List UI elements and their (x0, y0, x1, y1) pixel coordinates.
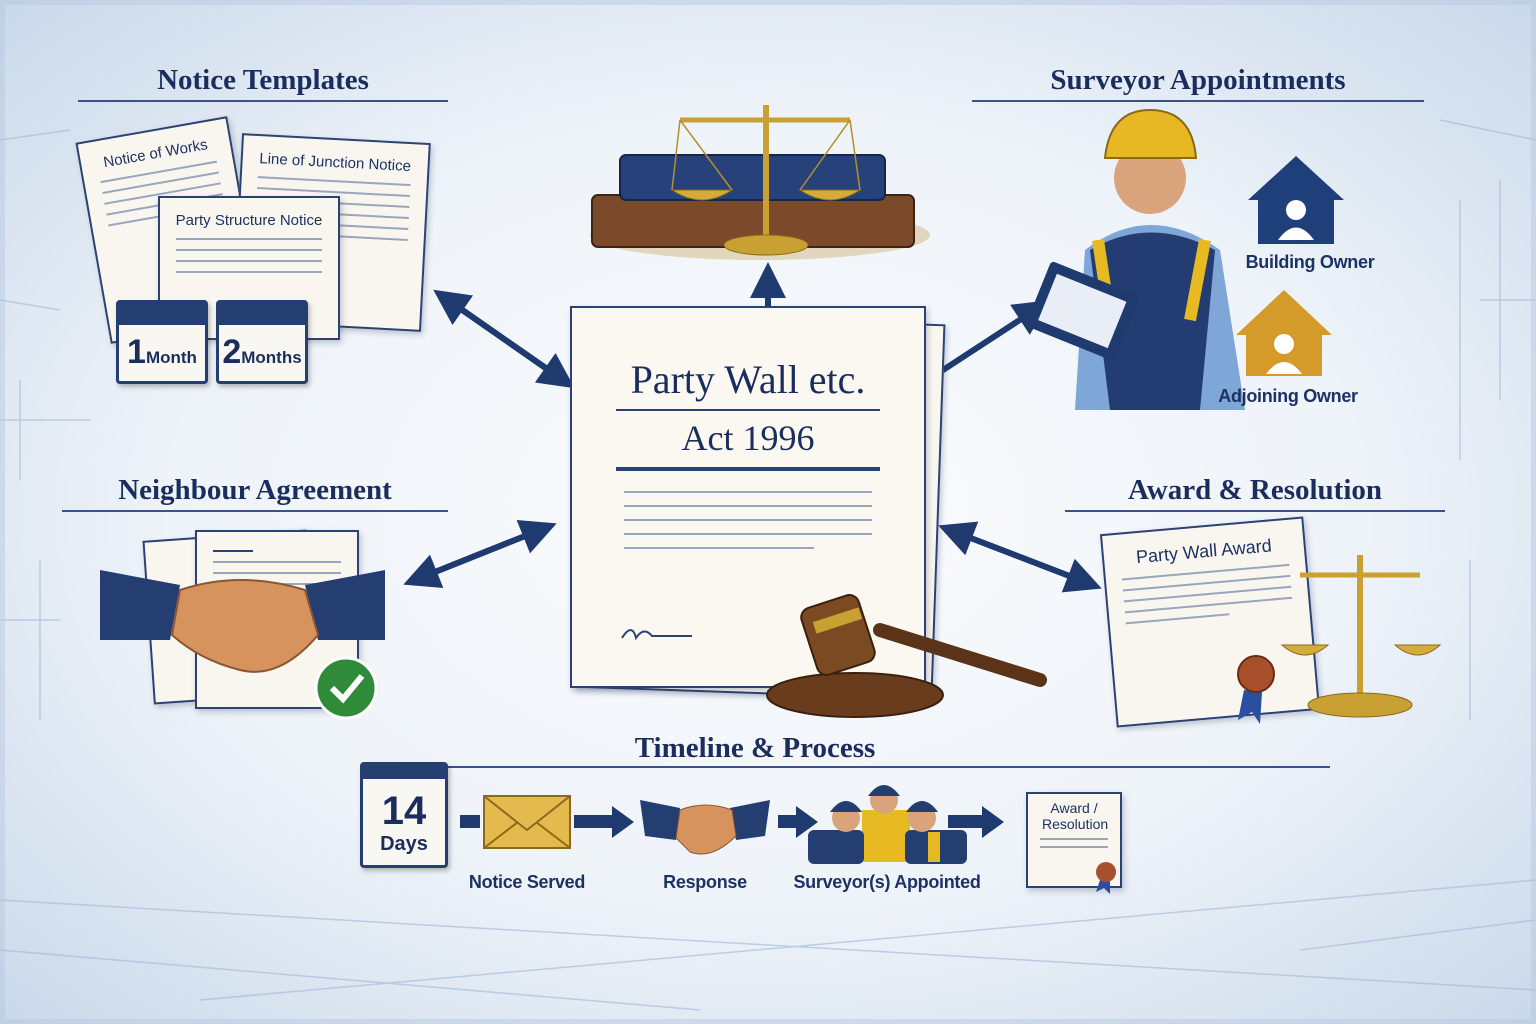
connector-arrows (403, 262, 1102, 593)
step-notice-served: Notice Served (468, 872, 586, 892)
wax-seal-icon (1237, 655, 1275, 724)
handshake-small-icon (640, 800, 770, 855)
arrow-to-center-from-notices (446, 297, 575, 389)
step-response: Response (663, 872, 747, 892)
act-year: Act 1996 (681, 418, 815, 458)
arrow-right-icon (460, 815, 480, 828)
heading-notice-templates: Notice Templates (157, 64, 369, 96)
party-wall-award-document: Party Wall Award (1099, 516, 1321, 728)
divider (420, 766, 1330, 768)
arrow-right-icon (574, 806, 634, 838)
label-building-owner: Building Owner (1245, 252, 1375, 272)
arrow-to-surveyor (938, 300, 1051, 375)
surveyors-group-icon (808, 785, 967, 864)
divider (78, 100, 448, 102)
arrow-right-icon (778, 806, 818, 838)
signature-icon (621, 629, 692, 641)
step-surveyors-appointed: Surveyor(s) Appointed (793, 872, 981, 892)
label-adjoining-owner: Adjoining Owner (1218, 386, 1358, 406)
heading-neighbour-agreement: Neighbour Agreement (118, 474, 392, 506)
arrow-right-icon (948, 806, 1004, 838)
arrow-to-center-from-neighbour (418, 519, 557, 581)
divider (1065, 510, 1445, 512)
party-wall-act-document: Party Wall etc. Act 1996 (570, 306, 926, 688)
handshake-icon (100, 570, 385, 673)
wax-seal-small-icon (1096, 862, 1116, 894)
heading-timeline: Timeline & Process (634, 732, 876, 764)
act-title: Party Wall etc. (630, 357, 866, 402)
divider (62, 510, 448, 512)
surveyor-person-illustration (1026, 108, 1245, 410)
divider (972, 100, 1424, 102)
adjoining-owner-house-icon (1236, 290, 1332, 376)
calendar-14-days: 14 Days (360, 762, 448, 868)
heading-surveyor-appointments: Surveyor Appointments (1050, 64, 1346, 96)
calendar-2-months: 2Months (216, 300, 308, 384)
arrow-to-center-from-award (938, 521, 1087, 585)
envelope-icon (483, 795, 571, 849)
checkmark-approved-icon (314, 656, 378, 720)
building-owner-house-icon (1248, 156, 1344, 244)
scales-of-justice-icon (1280, 555, 1442, 718)
award-resolution-document: Award / Resolution (1026, 792, 1122, 888)
heading-award-resolution: Award & Resolution (1127, 474, 1383, 506)
gavel-icon (766, 594, 1047, 718)
timeline-graphics (460, 785, 1004, 864)
scales-of-justice-with-books-icon (590, 105, 930, 260)
calendar-1-month: 1Month (116, 300, 208, 384)
